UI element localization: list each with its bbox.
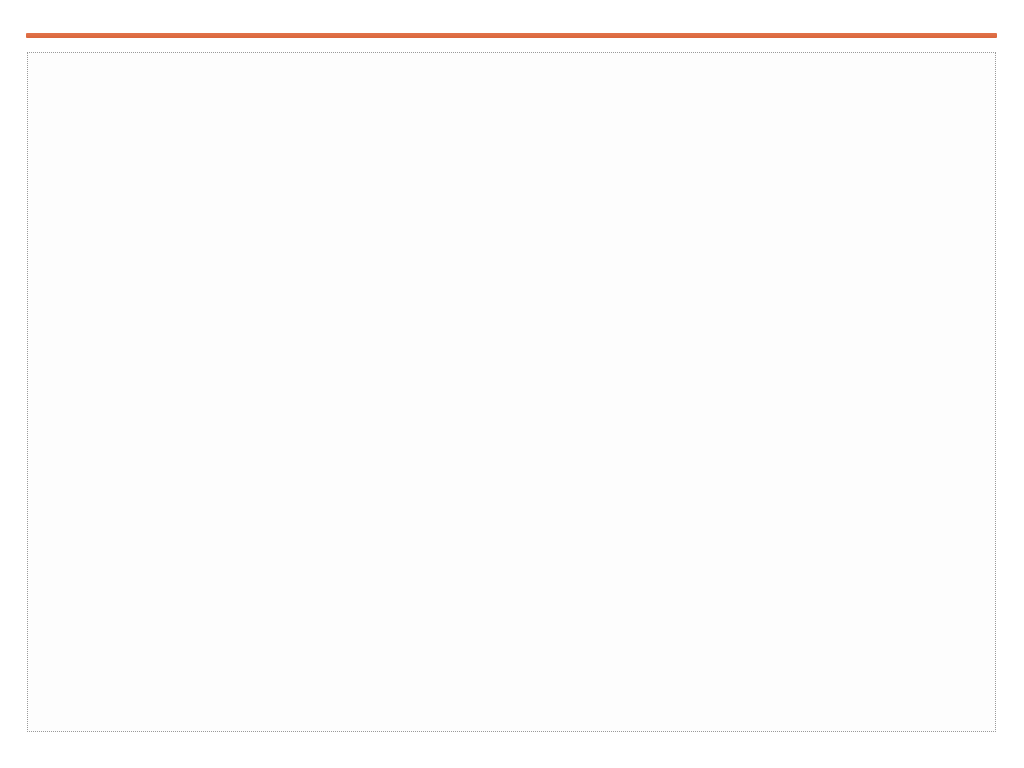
header-accent-bar bbox=[26, 33, 997, 38]
content-frame bbox=[27, 52, 996, 732]
empty-content-area bbox=[72, 305, 772, 475]
